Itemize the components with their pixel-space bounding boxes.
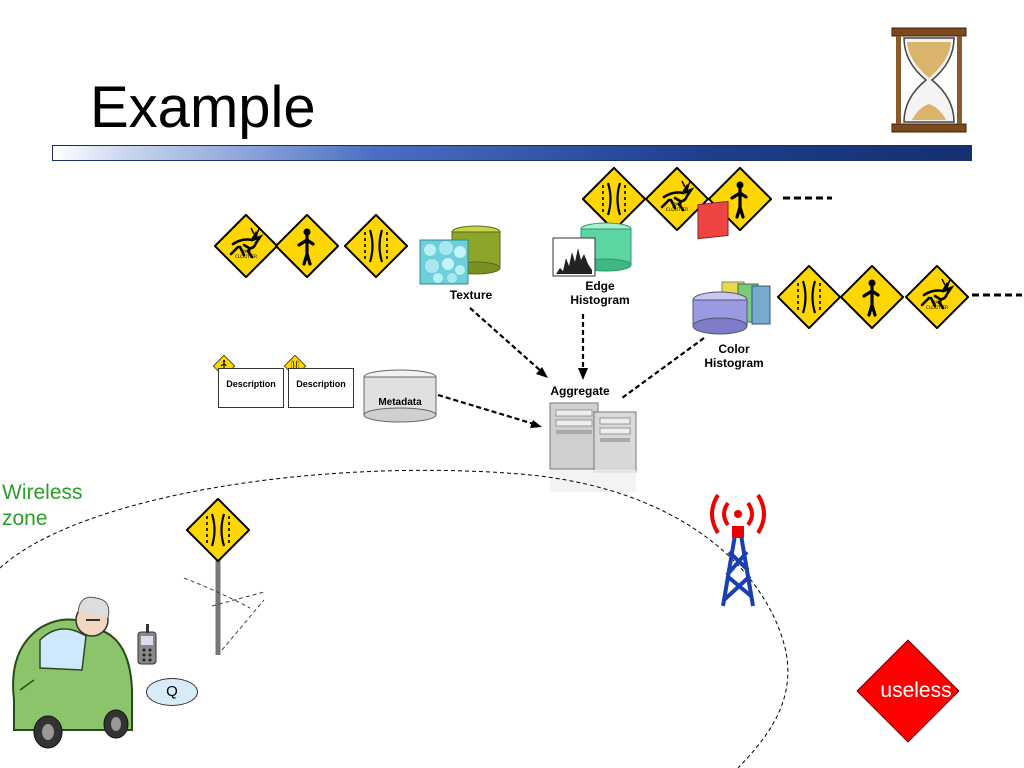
- color-histogram-icon: [692, 200, 771, 335]
- feature-arrows: [437, 307, 705, 426]
- description-card: Description: [288, 368, 354, 408]
- car-with-driver-icon: [12, 596, 133, 749]
- arrowheads: [530, 367, 588, 428]
- deer-sign-labels: DAN CLOUTIER DAN CLOUTIER DAN CLOUTIER: [235, 202, 948, 311]
- sign-row-top-right: [582, 167, 832, 231]
- aggregate-label: Aggregate: [550, 384, 610, 398]
- deer-sign-text: CLOUTIER: [926, 305, 948, 311]
- color-histogram-label-line2: Histogram: [704, 356, 764, 370]
- edge-histogram-icon: [552, 222, 632, 277]
- deer-sign-text: CLOUTIER: [235, 254, 257, 260]
- roadside-sign: [183, 498, 265, 655]
- page-title: Example: [90, 75, 316, 140]
- wireless-zone-label: Wireless zone: [2, 480, 83, 532]
- arrow-color-to-aggregate: [621, 337, 705, 399]
- pedestrian-sign: [840, 265, 904, 329]
- texture-feature-icon: [419, 225, 501, 285]
- metadata-store-icon: [363, 369, 437, 423]
- title-underline-bar: [52, 145, 972, 161]
- texture-label: Texture: [449, 288, 493, 302]
- description-card: Description: [218, 368, 284, 408]
- deer-crossing-sign: [905, 265, 969, 329]
- arrow-texture-to-aggregate: [469, 307, 543, 373]
- deer-crossing-sign: [214, 214, 278, 278]
- useless-label: useless: [880, 679, 952, 702]
- wireless-zone-label-line1: Wireless: [2, 481, 83, 504]
- color-histogram-label-line1: Color: [718, 342, 750, 356]
- edge-histogram-label-line1: Edge: [585, 279, 615, 293]
- deer-sign-text: DAN: [241, 249, 251, 255]
- useless-diamond: [856, 639, 960, 743]
- hourglass-icon: [891, 27, 967, 133]
- pedestrian-sign: [275, 214, 339, 278]
- arrow-metadata-to-aggregate: [437, 393, 535, 426]
- mobile-phone-icon: [137, 624, 157, 665]
- narrow-road-sign: [777, 265, 841, 329]
- narrow-road-sign: [186, 498, 250, 562]
- deer-sign-text: DAN: [672, 202, 682, 208]
- wireless-zone-label-line2: zone: [2, 507, 48, 530]
- deer-sign-text: CLOUTIER: [666, 207, 688, 213]
- deer-sign-text: DAN: [932, 300, 942, 306]
- aggregate-server-icon: [549, 402, 637, 492]
- sign-row-top-left: [214, 214, 408, 278]
- metadata-label: Metadata: [378, 397, 422, 408]
- narrow-road-sign: [344, 214, 408, 278]
- query-bubble: Q: [146, 678, 198, 706]
- wireless-zone-boundary: [0, 469, 789, 768]
- edge-histogram-label-line2: Histogram: [570, 293, 630, 307]
- cell-tower-icon: [710, 493, 766, 607]
- narrow-road-sign: [582, 167, 646, 231]
- sign-row-middle-right: [777, 265, 1022, 329]
